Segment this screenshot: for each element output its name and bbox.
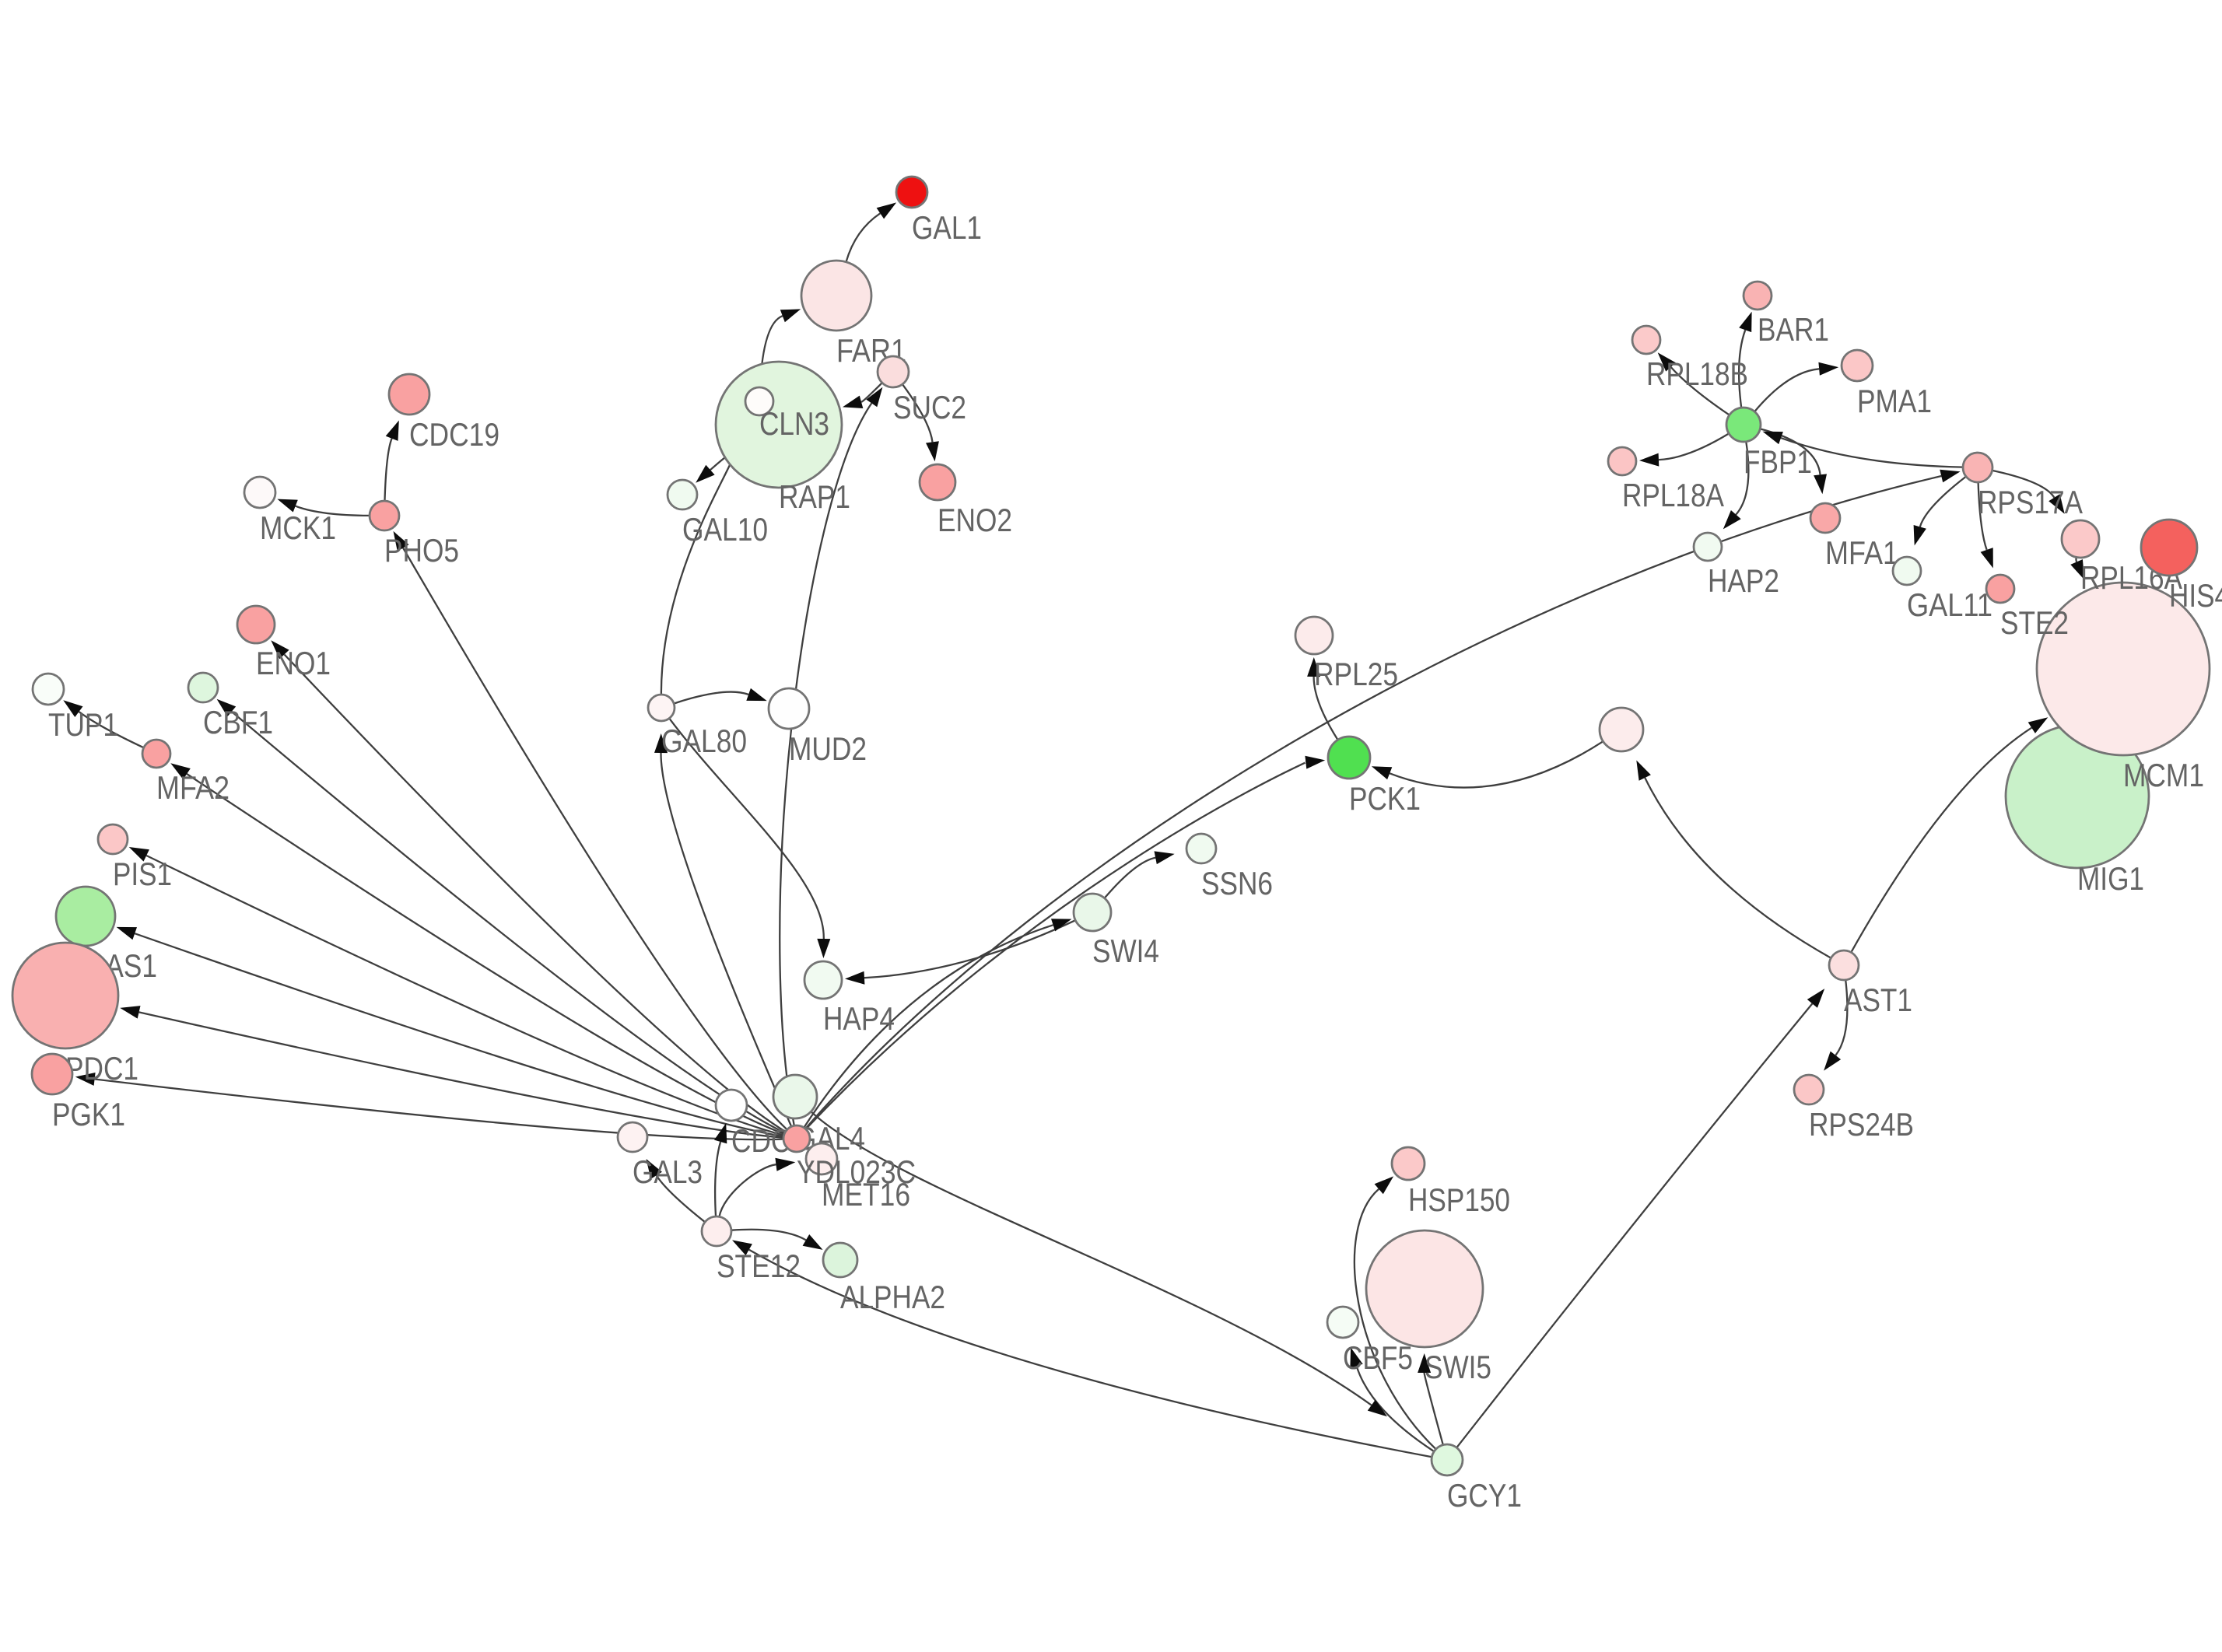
svg-text:RPS17A: RPS17A [1978, 484, 2083, 520]
svg-text:PHO5: PHO5 [384, 532, 459, 569]
svg-text:TUP1: TUP1 [48, 706, 118, 743]
svg-text:RPL18B: RPL18B [1646, 355, 1748, 392]
svg-text:AST1: AST1 [1844, 982, 1912, 1018]
svg-text:MCK1: MCK1 [260, 509, 336, 546]
svg-text:YDL023C: YDL023C [797, 1153, 916, 1190]
svg-text:PMA1: PMA1 [1857, 383, 1932, 419]
svg-text:CBF5: CBF5 [1343, 1339, 1413, 1376]
svg-text:HSP150: HSP150 [1408, 1181, 1510, 1218]
svg-text:GAL1: GAL1 [912, 209, 982, 246]
svg-text:GAL80: GAL80 [661, 723, 747, 759]
svg-text:CLN3: CLN3 [759, 405, 829, 442]
svg-text:MCM1: MCM1 [2123, 757, 2204, 793]
svg-text:RPS24B: RPS24B [1809, 1106, 1914, 1143]
svg-text:ENO1: ENO1 [256, 645, 331, 681]
svg-text:ALPHA2: ALPHA2 [840, 1279, 945, 1315]
svg-text:PCK1: PCK1 [1349, 780, 1421, 817]
svg-text:SWI4: SWI4 [1092, 933, 1159, 969]
svg-text:PIS1: PIS1 [113, 856, 172, 892]
svg-text:HAP4: HAP4 [823, 1000, 895, 1037]
svg-text:CDC19: CDC19 [409, 416, 499, 453]
svg-text:HIS4: HIS4 [2169, 577, 2222, 614]
svg-text:GAL11: GAL11 [1907, 586, 1992, 623]
svg-text:MFA1: MFA1 [1825, 534, 1898, 571]
svg-text:FBP1: FBP1 [1744, 443, 1812, 480]
svg-text:GAL3: GAL3 [633, 1153, 703, 1190]
svg-text:CBF1: CBF1 [203, 704, 273, 740]
svg-text:SSN6: SSN6 [1201, 865, 1273, 901]
svg-text:STE2: STE2 [2000, 604, 2069, 641]
svg-text:PDC1: PDC1 [65, 1050, 138, 1087]
svg-text:BAR1: BAR1 [1758, 311, 1829, 348]
svg-text:STE12: STE12 [717, 1248, 801, 1284]
svg-text:ENO2: ENO2 [938, 502, 1012, 538]
svg-text:GAL10: GAL10 [682, 511, 768, 548]
svg-text:HAP2: HAP2 [1708, 562, 1779, 599]
svg-text:SUC2: SUC2 [893, 389, 966, 425]
svg-text:MET16: MET16 [822, 1176, 910, 1213]
svg-text:PGK1: PGK1 [52, 1096, 125, 1132]
svg-text:SWI5: SWI5 [1425, 1349, 1491, 1385]
svg-text:MFA2: MFA2 [156, 769, 230, 806]
svg-text:RPL18A: RPL18A [1622, 477, 1724, 513]
svg-text:RAP1: RAP1 [779, 478, 850, 515]
svg-text:RPL25: RPL25 [1314, 656, 1398, 692]
svg-text:MIG1: MIG1 [2077, 860, 2144, 897]
svg-text:MUD2: MUD2 [789, 730, 867, 767]
svg-text:GCY1: GCY1 [1447, 1477, 1522, 1514]
